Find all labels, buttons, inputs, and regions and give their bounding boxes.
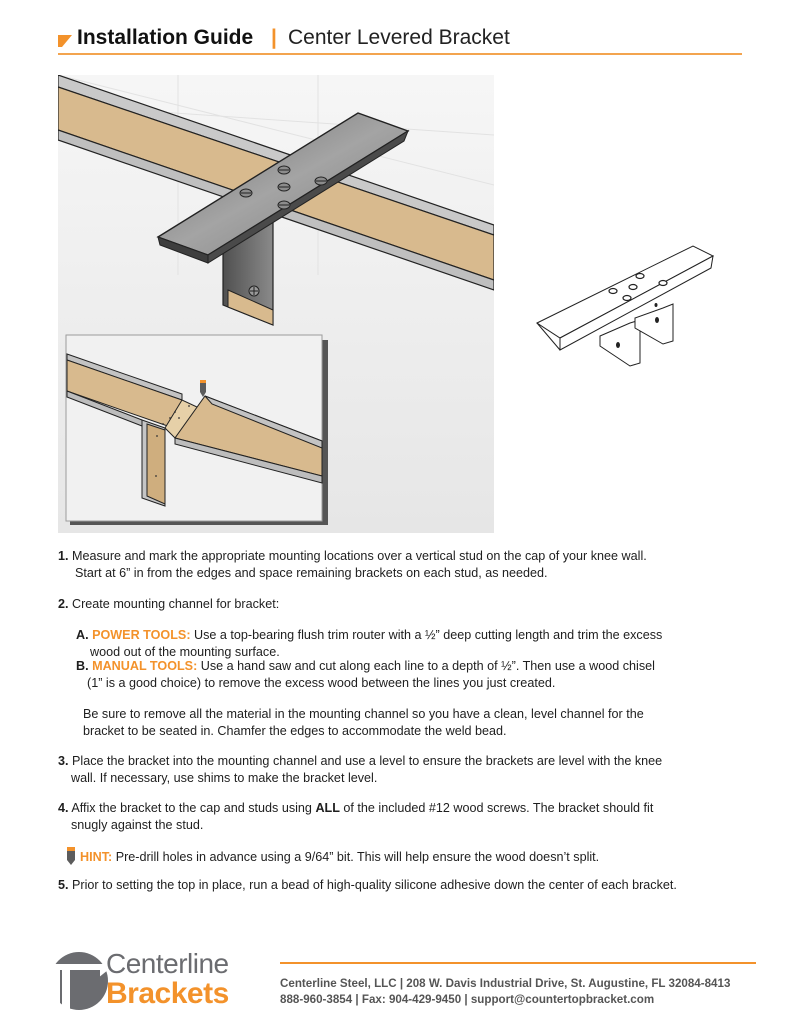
substep-letter: B. <box>76 659 89 673</box>
footer-company-address: Centerline Steel, LLC | 208 W. Davis Ind… <box>280 977 731 990</box>
orange-flag-icon <box>58 35 72 47</box>
note-text: Be sure to remove all the material in th… <box>83 707 644 721</box>
step-number: 3. <box>58 754 69 768</box>
step-2b: B. MANUAL TOOLS: Use a hand saw and cut … <box>76 658 655 675</box>
manual-tools-label: MANUAL TOOLS: <box>92 659 198 673</box>
step-2a-continued: wood out of the mounting surface. <box>90 644 280 661</box>
step-4-continued: snugly against the stud. <box>71 817 203 834</box>
step-2-note: Be sure to remove all the material in th… <box>83 706 644 723</box>
power-tools-label: POWER TOOLS: <box>92 628 191 642</box>
emphasis-all: ALL <box>315 801 340 815</box>
step-1-continued: Start at 6” in from the edges and space … <box>75 565 548 582</box>
company-logo: Centerline Brackets <box>48 948 263 1012</box>
bracket-line-drawing <box>535 245 715 367</box>
step-number: 5. <box>58 878 69 892</box>
step-2a: A. POWER TOOLS: Use a top-bearing flush … <box>76 627 662 644</box>
pencil-icon <box>67 847 75 865</box>
step-3: 3. Place the bracket into the mounting c… <box>58 753 662 770</box>
step-text: Measure and mark the appropriate mountin… <box>72 549 647 563</box>
step-text: Start at 6” in from the edges and space … <box>75 566 548 580</box>
logo-text-brackets: Brackets <box>106 977 229 1010</box>
step-2-note-continued: bracket to be seated in. Chamfer the edg… <box>83 723 507 740</box>
step-text: Place the bracket into the mounting chan… <box>72 754 663 768</box>
logo-text-centerline: Centerline <box>106 948 229 979</box>
title-separator: | <box>271 26 277 49</box>
page-subtitle: Center Levered Bracket <box>288 26 510 49</box>
page-title: Installation Guide <box>77 26 254 49</box>
substep-text: (1” is a good choice) to remove the exce… <box>87 676 556 690</box>
step-3-continued: wall. If necessary, use shims to make th… <box>71 770 377 787</box>
footer-contact-info: 888-960-3854 | Fax: 904-429-9450 | suppo… <box>280 993 655 1006</box>
step-text: Affix the bracket to the cap and studs u… <box>71 801 316 815</box>
substep-text: wood out of the mounting surface. <box>90 645 280 659</box>
step-text: wall. If necessary, use shims to make th… <box>71 771 378 785</box>
hint-text: Pre-drill holes in advance using a 9/64”… <box>115 850 600 864</box>
step-5: 5. Prior to setting the top in place, ru… <box>58 877 677 894</box>
step-number: 2. <box>58 597 69 611</box>
step-text: Prior to setting the top in place, run a… <box>72 878 677 892</box>
step-text: of the included #12 wood screws. The bra… <box>339 801 654 815</box>
step-text: snugly against the stud. <box>71 818 204 832</box>
substep-text: Use a top-bearing flush trim router with… <box>194 628 663 642</box>
hint: HINT: Pre-drill holes in advance using a… <box>67 847 599 866</box>
footer-divider <box>280 962 756 964</box>
page-header: Installation Guide | Center Levered Brac… <box>58 26 742 54</box>
centerline-logo-icon <box>48 952 108 1010</box>
substep-letter: A. <box>76 628 89 642</box>
main-illustration <box>58 75 494 533</box>
note-text: bracket to be seated in. Chamfer the edg… <box>83 724 507 738</box>
header-divider <box>58 53 742 55</box>
step-2: 2. Create mounting channel for bracket: <box>58 596 279 613</box>
step-1: 1. Measure and mark the appropriate moun… <box>58 548 647 565</box>
step-number: 4. <box>58 801 69 815</box>
step-4: 4. Affix the bracket to the cap and stud… <box>58 800 653 817</box>
substep-text: Use a hand saw and cut along each line t… <box>200 659 655 673</box>
step-number: 1. <box>58 549 69 563</box>
step-2b-continued: (1” is a good choice) to remove the exce… <box>87 675 555 692</box>
hint-label: HINT: <box>80 850 113 864</box>
step-text: Create mounting channel for bracket: <box>72 597 280 611</box>
